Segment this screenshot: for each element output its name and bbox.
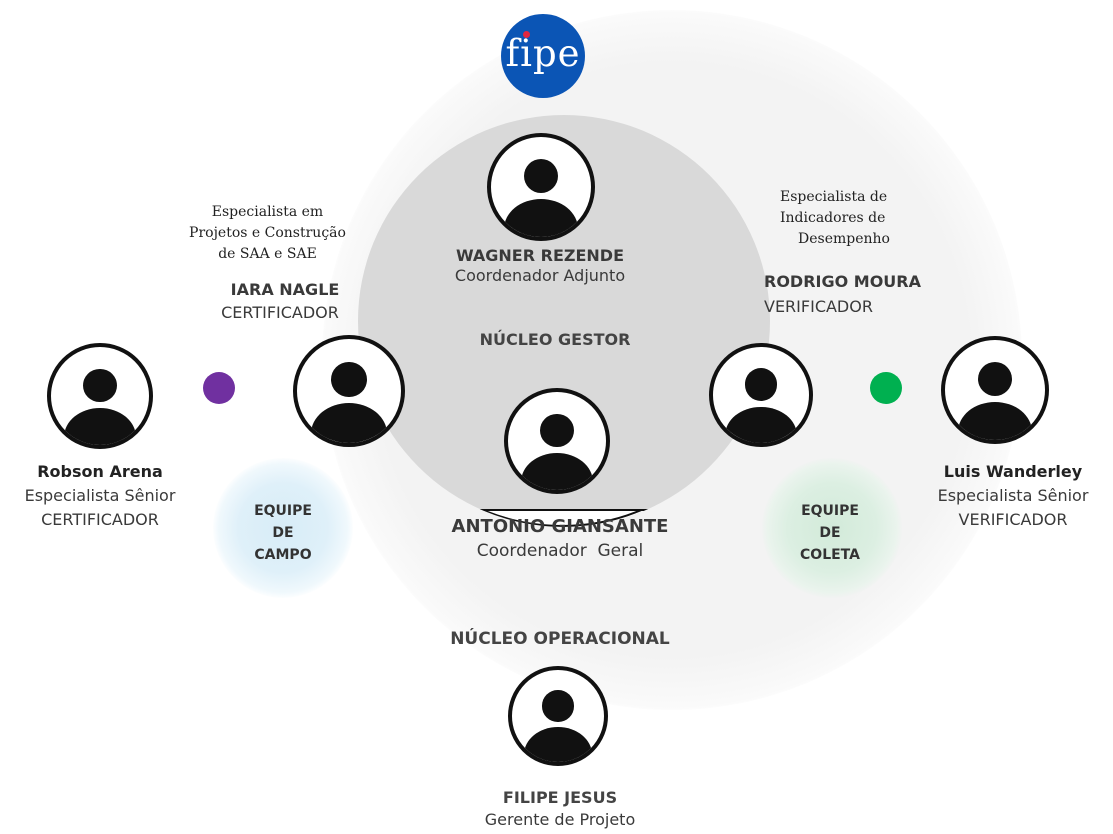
luis-role: VERIFICADOR [958, 510, 1068, 529]
iara-role: CERTIFICADOR [221, 303, 339, 322]
fipe-logo: fipe [501, 14, 585, 98]
verificador-dot [870, 372, 902, 404]
equipe-campo-label: EQUIPE DE CAMPO [233, 500, 333, 566]
wagner-name: WAGNER REZENDE [455, 246, 625, 265]
antonio-name: ANTONIO GIANSANTE [451, 516, 669, 537]
user-icon [293, 335, 405, 447]
rodrigo-name: RODRIGO MOURA [764, 272, 921, 291]
antonio-role: Coordenador Geral [476, 541, 644, 561]
rodrigo-specialty-line: Indicadores de [780, 210, 886, 226]
robson-name: Robson Arena [37, 462, 163, 481]
robson-role: CERTIFICADOR [41, 510, 159, 529]
luis-name: Luis Wanderley [943, 462, 1083, 481]
equipe-campo-line: EQUIPE [254, 503, 312, 519]
logo-dot [523, 31, 530, 38]
iara-specialty-line: Especialista em [211, 204, 324, 220]
user-icon [504, 388, 610, 494]
iara-specialty: Especialista em Projetos e Construção de… [165, 202, 370, 265]
filipe-name: FILIPE JESUS [502, 788, 618, 807]
filipe-role: Gerente de Projeto [484, 810, 636, 829]
certificador-dot [203, 372, 235, 404]
equipe-coleta-line: COLETA [800, 547, 860, 563]
wagner-role: Coordenador Adjunto [454, 266, 626, 285]
user-icon [47, 343, 153, 449]
user-icon [487, 133, 595, 241]
robson-title: Especialista Sênior [24, 486, 176, 505]
user-icon [508, 666, 608, 766]
rodrigo-role: VERIFICADOR [764, 297, 873, 316]
equipe-campo-blob [213, 458, 353, 598]
rodrigo-specialty-line: Desempenho [798, 231, 890, 247]
rodrigo-specialty: Especialista de Indicadores de Desempenh… [780, 187, 890, 250]
equipe-coleta-line: EQUIPE [801, 503, 859, 519]
nucleo-gestor-label: NÚCLEO GESTOR [479, 330, 631, 349]
iara-specialty-line: Projetos e Construção [189, 225, 346, 241]
luis-title: Especialista Sênior [937, 486, 1089, 505]
user-icon [709, 343, 813, 447]
equipe-coleta-line: DE [819, 525, 841, 541]
iara-specialty-line: de SAA e SAE [218, 246, 317, 262]
equipe-campo-line: DE [272, 525, 294, 541]
iara-name: IARA NAGLE [230, 280, 340, 299]
equipe-coleta-blob [762, 458, 902, 598]
nucleo-operacional-label: NÚCLEO OPERACIONAL [450, 629, 670, 649]
rodrigo-specialty-line: Especialista de [780, 189, 888, 205]
equipe-coleta-label: EQUIPE DE COLETA [780, 500, 880, 566]
equipe-campo-line: CAMPO [254, 547, 312, 563]
user-icon [941, 336, 1049, 444]
